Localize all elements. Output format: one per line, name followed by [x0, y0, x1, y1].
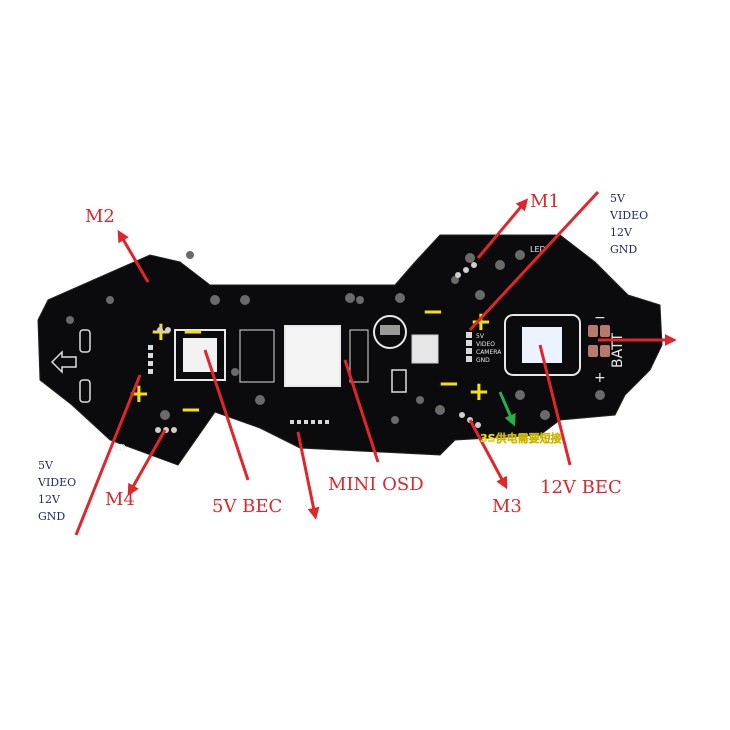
- bec-5v-label: 5V BEC: [212, 496, 282, 517]
- 3s-power-note: 3S供电需要短接: [480, 431, 562, 445]
- direction-arrow-icon: [50, 350, 77, 374]
- pinout-right-gnd: GND: [610, 243, 637, 256]
- polarity-minus-icon: −: [438, 369, 460, 399]
- pinout-right-12v: 12V: [610, 226, 633, 239]
- silk-pin-video: VIDEO: [476, 341, 495, 348]
- pinout-right-5v: 5V: [610, 192, 626, 205]
- polarity-minus-icon: −: [180, 395, 202, 425]
- motor-pads: [155, 262, 481, 433]
- mounting-holes: [66, 250, 605, 424]
- polarity-minus-icon: −: [422, 297, 444, 327]
- pinout-left-12v: 12V: [38, 493, 61, 506]
- silk-pin-gnd: GND: [476, 357, 490, 364]
- pinout-left-gnd: GND: [38, 510, 65, 523]
- bec12-arrow: [538, 344, 572, 466]
- battery-pads: [588, 325, 610, 357]
- m2-label: M2: [85, 206, 115, 227]
- m4-label: M4: [105, 489, 135, 510]
- osd-outline: [239, 329, 275, 383]
- m1-label: M1: [530, 191, 560, 212]
- m3-arrow: [468, 419, 508, 490]
- mount-slot: [79, 379, 91, 403]
- batt-minus-sign: −: [594, 310, 606, 326]
- pinout-right: 5V VIDEO 12V GND: [609, 192, 648, 256]
- regulator-pad: [411, 334, 439, 364]
- m3-label: M3: [492, 496, 522, 517]
- batt-label: BATT: [610, 333, 626, 368]
- note-arrow: [498, 391, 516, 427]
- osd-outline: [349, 329, 369, 383]
- pinout-left-arrow: [74, 374, 142, 536]
- pinout-left-5v: 5V: [38, 459, 54, 472]
- batt-plus-sign: +: [594, 370, 606, 386]
- bec-12v-label: 12V BEC: [540, 477, 622, 498]
- capacitor-outline: [373, 315, 407, 349]
- silk-pin-labels: 5V VIDEO CAMERA GND: [476, 333, 502, 364]
- osd-header-arrow: [296, 431, 320, 520]
- pin-header: [148, 332, 472, 424]
- polarity-minus-icon: −: [182, 317, 204, 347]
- mini-osd-label: MINI OSD: [328, 474, 424, 495]
- polarity-plus-icon: +: [128, 379, 150, 409]
- bec5-arrow: [203, 349, 250, 481]
- capacitor-pad: [380, 325, 400, 335]
- pinout-left-video: VIDEO: [37, 476, 76, 489]
- pinout-left: 5V VIDEO 12V GND: [37, 459, 76, 523]
- silk-pin-camera: CAMERA: [476, 349, 502, 356]
- m1-arrow: [476, 198, 529, 259]
- mount-slot: [79, 329, 91, 353]
- regulator-outline: [391, 369, 407, 393]
- pinout-right-arrow: [468, 190, 600, 332]
- m2-arrow: [117, 229, 150, 283]
- polarity-plus-icon: +: [468, 377, 490, 407]
- silk-led-label-left: LED: [110, 443, 126, 452]
- silk-led-label-right: LED: [530, 245, 546, 254]
- m4-arrow: [127, 429, 167, 497]
- osd-arrow: [343, 359, 380, 463]
- osd-cutout: [284, 325, 341, 387]
- silk-pin-5v: 5V: [476, 333, 485, 340]
- pinout-right-video: VIDEO: [609, 209, 648, 222]
